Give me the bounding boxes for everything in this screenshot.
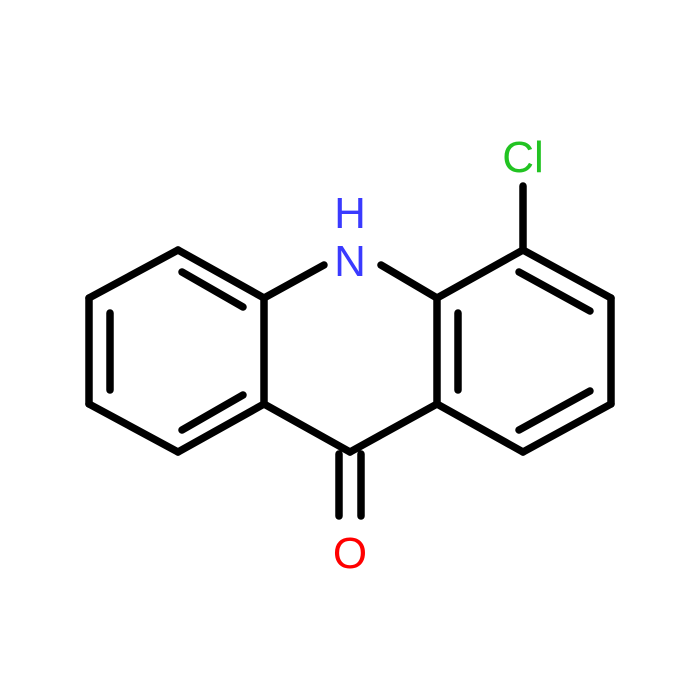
bond [433,400,527,456]
right-ring [433,246,615,456]
double-bond-inner [178,391,247,434]
bond [85,400,182,456]
bond [433,246,527,302]
left-ring [85,246,268,456]
bond [174,400,268,456]
bond [260,400,354,456]
atom-label-n: N [334,237,366,286]
bond [260,261,328,302]
bond [85,246,182,302]
bond [377,261,441,302]
atom-label-h: H [334,189,366,238]
bond [519,246,615,302]
atom-label-cl: Cl [502,133,544,182]
middle-ring [260,261,441,456]
bond [519,400,615,456]
double-bond-inner [178,268,247,311]
double-bond-inner [515,387,594,434]
bond [174,246,268,302]
double-bond-inner [515,268,594,315]
atom-label-o: O [333,529,367,578]
carbonyl-bond [335,450,365,520]
bond [346,400,441,456]
